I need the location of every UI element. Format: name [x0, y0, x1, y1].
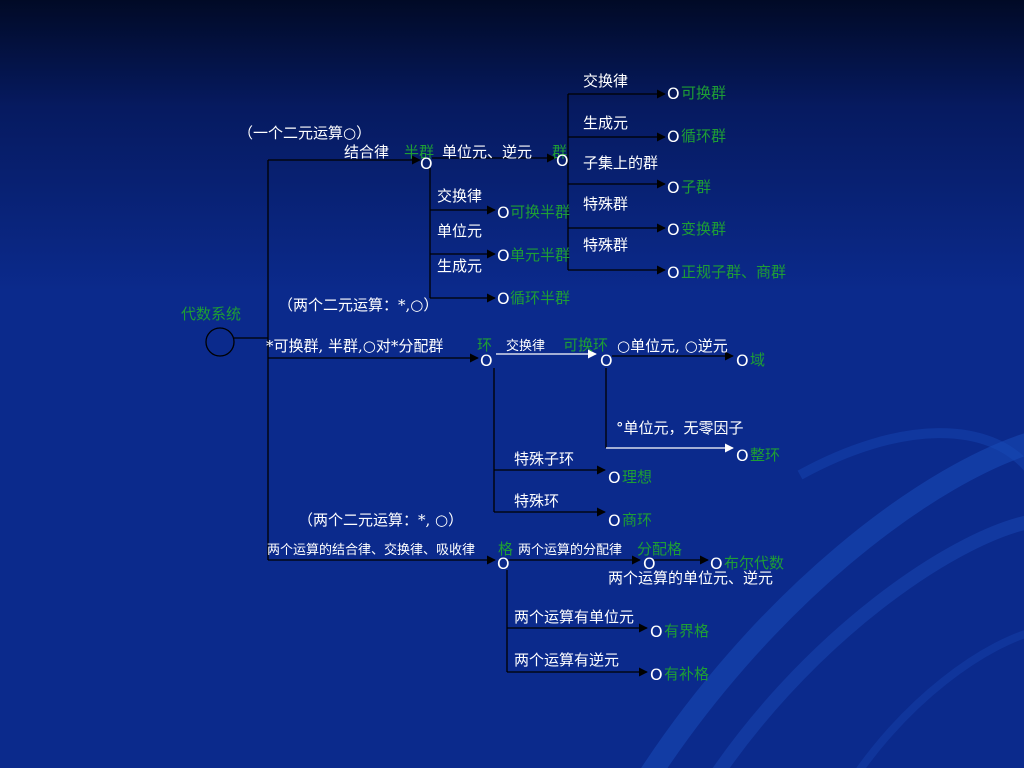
- group-commutative-label: 交换律: [583, 72, 629, 90]
- has-inverse-label: 两个运算有逆元: [514, 651, 620, 669]
- abelian-group-node: O: [667, 84, 680, 103]
- comm-semigroup-node: O: [497, 203, 510, 222]
- special-group-label-2: 特殊群: [583, 236, 629, 254]
- special-group-label-1: 特殊群: [583, 195, 629, 213]
- abelian-group-label: 可换群: [681, 84, 727, 102]
- subset-group-label: 子集上的群: [583, 154, 659, 172]
- special-ring-label: 特殊环: [514, 492, 560, 510]
- identity-inverse-label: 单位元、逆元: [442, 143, 533, 161]
- has-identity-label: 两个运算有单位元: [514, 608, 635, 626]
- subgroup-node: O: [667, 178, 680, 197]
- distributive-lattice-label: 分配格: [637, 540, 683, 558]
- field-label: 域: [750, 351, 766, 369]
- complemented-lattice-node: O: [650, 665, 663, 684]
- cyclic-group-node: O: [667, 127, 680, 146]
- integral-domain-label: 整环: [750, 446, 781, 464]
- transformation-group-node: O: [667, 220, 680, 239]
- lattice-identity-inverse-label: 两个运算的单位元、逆元: [608, 569, 774, 587]
- normal-quotient-label: 正规子群、商群: [681, 263, 787, 281]
- identity-no-zero-divisor-label: °单位元，无零因子: [616, 419, 744, 437]
- ideal-label: 理想: [622, 468, 653, 486]
- semigroup-commutative-label: 交换律: [437, 187, 483, 205]
- complemented-lattice-label: 有补格: [664, 665, 710, 683]
- decor-swoosh-4: [856, 630, 1024, 768]
- commutative-ring-node: O: [600, 351, 613, 370]
- semigroup-label: 半群: [404, 143, 435, 161]
- cyclic-group-label: 循环群: [681, 127, 727, 145]
- integral-domain-node: O: [736, 446, 749, 465]
- cyclic-semigroup-node: O: [497, 289, 510, 308]
- subgroup-label: 子群: [681, 178, 712, 196]
- monoid-node: O: [497, 246, 510, 265]
- group-generator-label: 生成元: [583, 114, 629, 132]
- semigroup-identity-label: 单位元: [437, 222, 483, 240]
- semigroup-node: O: [420, 154, 433, 173]
- group-node: O: [556, 151, 569, 170]
- ring-conditions-label: *可换群, 半群,○对*分配群: [266, 337, 444, 355]
- bounded-lattice-node: O: [650, 622, 663, 641]
- commutative-ring-label: 可换环: [563, 336, 609, 354]
- decor-swoosh-1: [641, 433, 1024, 768]
- special-subring-label: 特殊子环: [514, 450, 575, 468]
- monoid-label: 单元半群: [510, 246, 571, 264]
- group-label: 群: [552, 143, 568, 161]
- root-label: 代数系统: [181, 305, 242, 323]
- associative-label: 结合律: [344, 143, 390, 161]
- ring-node: O: [480, 351, 493, 370]
- ring-label: 环: [477, 336, 493, 354]
- comm-semigroup-label: 可换半群: [510, 203, 571, 221]
- distributive-lattice-node: O: [643, 554, 656, 573]
- decor-swoosh-2: [712, 515, 1024, 768]
- ring-commutative-label: 交换律: [506, 339, 546, 354]
- field-node: O: [736, 351, 749, 370]
- quotient-ring-node: O: [608, 511, 621, 530]
- decor-swoosh-3: [797, 428, 1024, 480]
- lattice-note: （两个二元运算：*, ○）: [298, 511, 464, 529]
- boolean-algebra-label: 布尔代数: [724, 554, 785, 572]
- ideal-node: O: [608, 468, 621, 487]
- normal-quotient-node: O: [667, 263, 680, 282]
- root-circle: [205, 327, 235, 357]
- quotient-ring-label: 商环: [622, 511, 653, 529]
- distributive-label: 两个运算的分配律: [518, 543, 623, 558]
- semigroup-generator-label: 生成元: [437, 257, 483, 275]
- bounded-lattice-label: 有界格: [664, 622, 710, 640]
- semigroup-note: （一个二元运算○）: [238, 124, 372, 142]
- lattice-node: O: [497, 554, 510, 573]
- cyclic-semigroup-label: 循环半群: [510, 289, 571, 307]
- lattice-conditions-label: 两个运算的结合律、交换律、吸收律: [267, 543, 476, 558]
- ring-identity-inverse-label: ○单位元, ○逆元: [617, 337, 728, 355]
- lattice-label: 格: [498, 540, 514, 558]
- transformation-group-label: 变换群: [681, 220, 727, 238]
- boolean-algebra-node: O: [710, 554, 723, 573]
- ring-note: （两个二元运算：*,○）: [278, 296, 439, 314]
